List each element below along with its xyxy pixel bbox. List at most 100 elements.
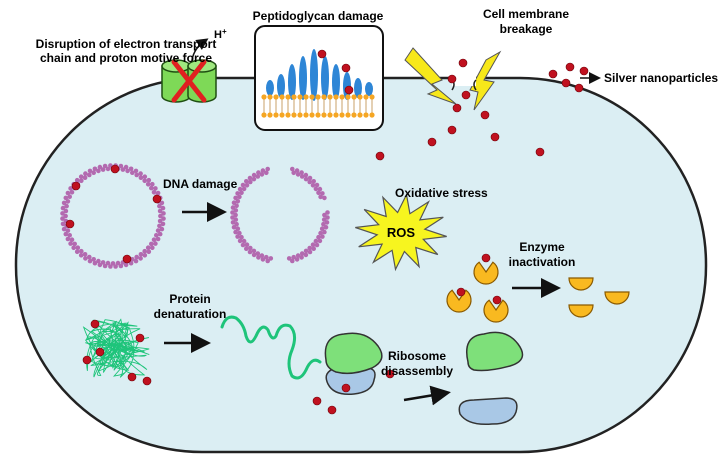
lightning-bolt-right-icon (469, 50, 502, 111)
dna-bead (82, 252, 88, 257)
lipid-head (351, 112, 357, 118)
cross-mark-icon (171, 59, 207, 103)
label-ribosome-line1: Ribosome (388, 349, 446, 363)
dna-bead (235, 199, 241, 204)
dna-bead (158, 213, 163, 219)
peptidoglycan-strand (321, 56, 329, 100)
nanoparticle (456, 287, 466, 297)
peptidoglycan-strand (277, 74, 285, 98)
dna-bead (123, 164, 129, 170)
lipid-head (345, 112, 351, 118)
dna-bead (323, 225, 329, 230)
dna-bead (230, 220, 236, 225)
dna-bead (233, 229, 238, 235)
dna-bead (318, 230, 323, 236)
dna-bead (133, 168, 139, 174)
lipid-head (291, 94, 297, 100)
dna-bead (310, 242, 316, 247)
dna-bead (69, 237, 75, 242)
dna-bead (235, 234, 240, 239)
dna-bead (233, 212, 238, 218)
dna-bead (231, 225, 237, 230)
dna-bead (92, 166, 98, 172)
dna-bead (299, 174, 305, 179)
dna-bead (72, 241, 77, 247)
lipid-head (363, 112, 369, 118)
dna-bead (87, 258, 93, 264)
dna-bead (105, 166, 111, 172)
dna-bead (157, 208, 163, 214)
dna-bead (142, 253, 148, 258)
dna-bead (96, 258, 101, 264)
dna-bead (303, 172, 309, 178)
label-dna: DNA damage (163, 177, 238, 191)
enzyme (446, 289, 472, 313)
dna-bead (125, 168, 130, 174)
lipid-head (273, 112, 279, 118)
dna-bead (157, 218, 163, 224)
lipid-head (279, 112, 285, 118)
dna-bead (138, 252, 144, 257)
dna-bead (265, 258, 271, 264)
dna-bead (244, 183, 250, 188)
lipid-head (291, 112, 297, 118)
dna-bead (303, 248, 309, 254)
dna-bead (61, 200, 67, 206)
dna-bead (149, 241, 154, 247)
dna-bead (239, 234, 244, 240)
nanoparticle (71, 181, 81, 191)
lipid-head (285, 112, 291, 118)
dna-bead (159, 226, 165, 232)
dna-bead (260, 168, 266, 173)
dna-bead (78, 253, 84, 258)
dna-bead (79, 248, 84, 254)
dna-bead (241, 186, 247, 192)
nanoparticle (341, 63, 351, 73)
lipid-head (303, 94, 309, 100)
dna-bead (155, 190, 161, 196)
dna-bead (91, 257, 96, 262)
dna-bead (161, 216, 166, 221)
lipid-bilayer (261, 94, 375, 118)
lipid-head (267, 112, 273, 118)
dna-bead (256, 255, 261, 260)
dna-bead (102, 263, 108, 269)
dna-bead (318, 194, 323, 200)
dna-bead (259, 172, 265, 177)
dna-bead (67, 194, 72, 199)
dna-bead (138, 175, 144, 180)
dna-bead (123, 262, 129, 268)
dna-bead (314, 182, 320, 188)
nanoparticle (385, 369, 395, 379)
dna-bead (150, 181, 155, 187)
dna-bead (153, 186, 158, 191)
dna-bead (244, 179, 249, 184)
enzyme (473, 261, 499, 285)
lipid-head (279, 94, 285, 100)
label-enzyme-line1: Enzyme (519, 240, 565, 254)
dna-bead (108, 264, 113, 269)
dna-bead (264, 170, 269, 176)
nanoparticle (135, 333, 145, 343)
nanoparticle (82, 355, 92, 365)
dna-bead (79, 178, 84, 184)
dna-bead (322, 195, 327, 201)
lipid-head (333, 94, 339, 100)
dna-bead (307, 175, 313, 181)
dna-bead (145, 182, 151, 187)
lipid-head (321, 94, 327, 100)
peptidoglycan-strand (365, 82, 373, 96)
nanoparticle (561, 78, 571, 88)
lipid-head (351, 94, 357, 100)
nanoparticle (490, 132, 500, 142)
dna-bead (151, 190, 157, 195)
peptidoglycan-panel (254, 25, 384, 131)
dna-bead (146, 177, 152, 183)
dna-bead (264, 254, 269, 260)
dna-bead (75, 245, 81, 250)
dna-bead (74, 177, 80, 183)
lipid-head (315, 112, 321, 118)
dna-bead (237, 238, 243, 244)
